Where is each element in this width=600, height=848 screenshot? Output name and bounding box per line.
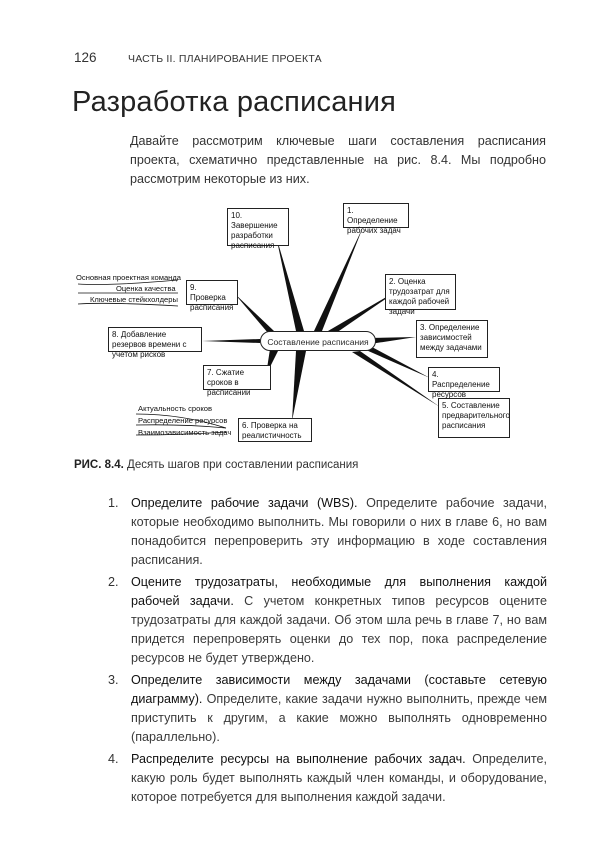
running-head: 126 ЧАСТЬ II. ПЛАНИРОВАНИЕ ПРОЕКТА <box>74 50 322 65</box>
figure-caption-text: Десять шагов при составлении расписания <box>127 459 359 471</box>
step-6-box: 6. Проверка на реалистичность <box>238 418 312 442</box>
list-item: 3. Определите зависимости между задачами … <box>105 671 547 747</box>
step-2-box: 2. Оценка трудозатрат для каждой рабочей… <box>385 274 456 316</box>
list-item: 1. Определите рабочие задачи (WBS). Опред… <box>105 494 547 570</box>
step-6-detail: Взаимозависимость задач <box>138 428 232 437</box>
step-9-detail: Основная проектная команда <box>76 273 182 282</box>
figure-label: РИС. 8.4. <box>74 459 124 471</box>
spike-to-step-10 <box>276 236 304 331</box>
step-9-detail: Оценка качества <box>116 284 176 293</box>
sub-brackets <box>77 279 227 436</box>
spike-to-step-2 <box>328 289 400 333</box>
list-number: 3. <box>108 673 119 687</box>
spike-to-step-9 <box>234 293 274 333</box>
step-10-box: 10. Завершение разработки расписания <box>227 208 289 250</box>
step-5-box: 5. Составление предварительного расписан… <box>438 398 510 438</box>
step-9-box: 9. Проверка расписания <box>186 280 238 312</box>
section-title: Разработка расписания <box>72 86 397 118</box>
list-item-text: Определите, какую роль будет выполнять к… <box>131 752 547 804</box>
list-number: 2. <box>108 575 119 589</box>
list-number: 1. <box>108 496 119 510</box>
step-3-box: 3. Определение зависимостей между задача… <box>416 320 488 358</box>
list-item-text: С учетом конкретных типов ресурсов оцени… <box>131 594 547 665</box>
step-6-detail: Актуальность сроков <box>138 404 213 413</box>
part-title: ЧАСТЬ II. ПЛАНИРОВАНИЕ ПРОЕКТА <box>128 53 322 65</box>
spike-to-step-8 <box>202 339 260 343</box>
step-1-box: 1. Определение рабочих задач <box>343 203 409 235</box>
spike-to-step-4 <box>366 346 430 378</box>
diagram-connectors <box>77 227 440 436</box>
spike-to-step-3 <box>368 337 416 344</box>
figure-caption: РИС. 8.4. Десять шагов при составлении р… <box>74 459 358 471</box>
step-7-box: 7. Сжатие сроков в расписании <box>203 365 271 397</box>
list-item-lead: Оцените трудозатраты, необходимые для вы… <box>131 575 547 608</box>
list-item: 4. Распределите ресурсы на выполнение раб… <box>105 750 547 807</box>
list-item-lead: Определите зависимости между задачами (с… <box>131 673 547 706</box>
page-number: 126 <box>74 50 97 65</box>
list-item: 2. Оцените трудозатраты, необходимые для … <box>105 573 547 668</box>
steps-list: 1. Определите рабочие задачи (WBS). Опред… <box>105 494 547 810</box>
spike-to-step-6 <box>292 351 306 421</box>
step-9-detail: Ключевые стейкхолдеры <box>90 295 178 304</box>
list-item-text: Определите рабочие задачи, которые необх… <box>131 496 547 567</box>
spike-to-step-1 <box>314 227 363 331</box>
spike-to-step-5 <box>352 351 440 407</box>
list-item-text: Определите, какие задачи нужно выполнить… <box>131 692 547 744</box>
step-8-box: 8. Добавление резервов времени с учетом … <box>108 327 202 359</box>
diagram-center-node: Составление расписания <box>260 331 376 351</box>
list-item-lead: Определите рабочие задачи (WBS). <box>131 496 358 510</box>
step-6-detail: Распределение ресурсов <box>138 416 228 425</box>
list-item-lead: Распределите ресурсы на выполнение рабоч… <box>131 752 466 766</box>
list-number: 4. <box>108 752 119 766</box>
step-4-box: 4. Распределение ресурсов <box>428 367 500 399</box>
intro-paragraph: Давайте рассмотрим ключевые шаги составл… <box>130 134 546 186</box>
schedule-diagram: 10. Завершение разработки расписания 1. … <box>70 192 546 448</box>
